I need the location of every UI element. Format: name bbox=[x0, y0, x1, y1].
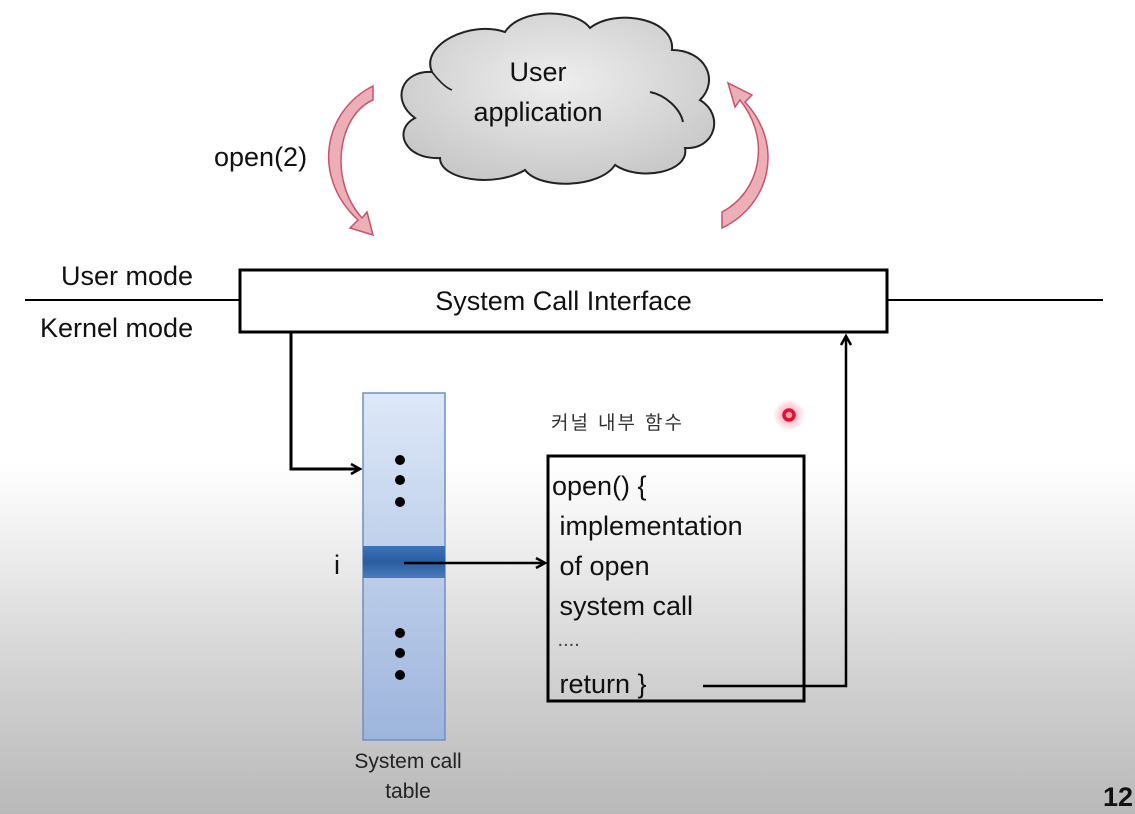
ellipsis-dot bbox=[395, 628, 405, 638]
system-call-interface-title: System Call Interface bbox=[435, 286, 692, 316]
code-line: system call bbox=[552, 591, 694, 621]
kernel-function-heading: 커널 내부 함수 bbox=[551, 412, 684, 434]
ellipsis-dot bbox=[395, 455, 405, 465]
kernel-function-box bbox=[546, 454, 806, 703]
ellipsis-dot bbox=[395, 648, 405, 658]
table-caption-line2: table bbox=[385, 780, 431, 803]
code-line: .... bbox=[552, 629, 580, 651]
ellipsis-dot bbox=[395, 475, 405, 485]
interface-to-table-arrow bbox=[289, 332, 360, 469]
laser-pointer-icon bbox=[782, 408, 796, 422]
return-to-interface-arrow bbox=[703, 336, 846, 688]
code-line: of open bbox=[552, 551, 650, 581]
cloud-label-line2: application bbox=[473, 97, 603, 127]
cloud-detail-line bbox=[649, 91, 684, 123]
table-caption-line1: System call bbox=[354, 750, 462, 773]
code-line: implementation bbox=[552, 511, 743, 541]
user-mode-label: User mode bbox=[61, 261, 194, 291]
code-line: open() { bbox=[552, 471, 647, 501]
code-line: return } bbox=[552, 669, 647, 699]
call-arrow-icon bbox=[327, 84, 375, 237]
system-call-interface-box bbox=[238, 268, 889, 334]
cloud-detail-line bbox=[431, 71, 453, 91]
syscall-label: open(2) bbox=[214, 142, 308, 172]
cloud-label-line1: User bbox=[509, 57, 567, 87]
cloud-shape bbox=[400, 12, 716, 185]
laser-pointer-glow bbox=[773, 399, 805, 431]
kernel-mode-label: Kernel mode bbox=[40, 313, 194, 343]
return-arrow-icon bbox=[721, 81, 769, 230]
page-number: 12 bbox=[1103, 782, 1134, 812]
ellipsis-dot bbox=[395, 497, 405, 507]
ellipsis-dot bbox=[395, 670, 405, 680]
table-index-label: i bbox=[334, 550, 340, 580]
